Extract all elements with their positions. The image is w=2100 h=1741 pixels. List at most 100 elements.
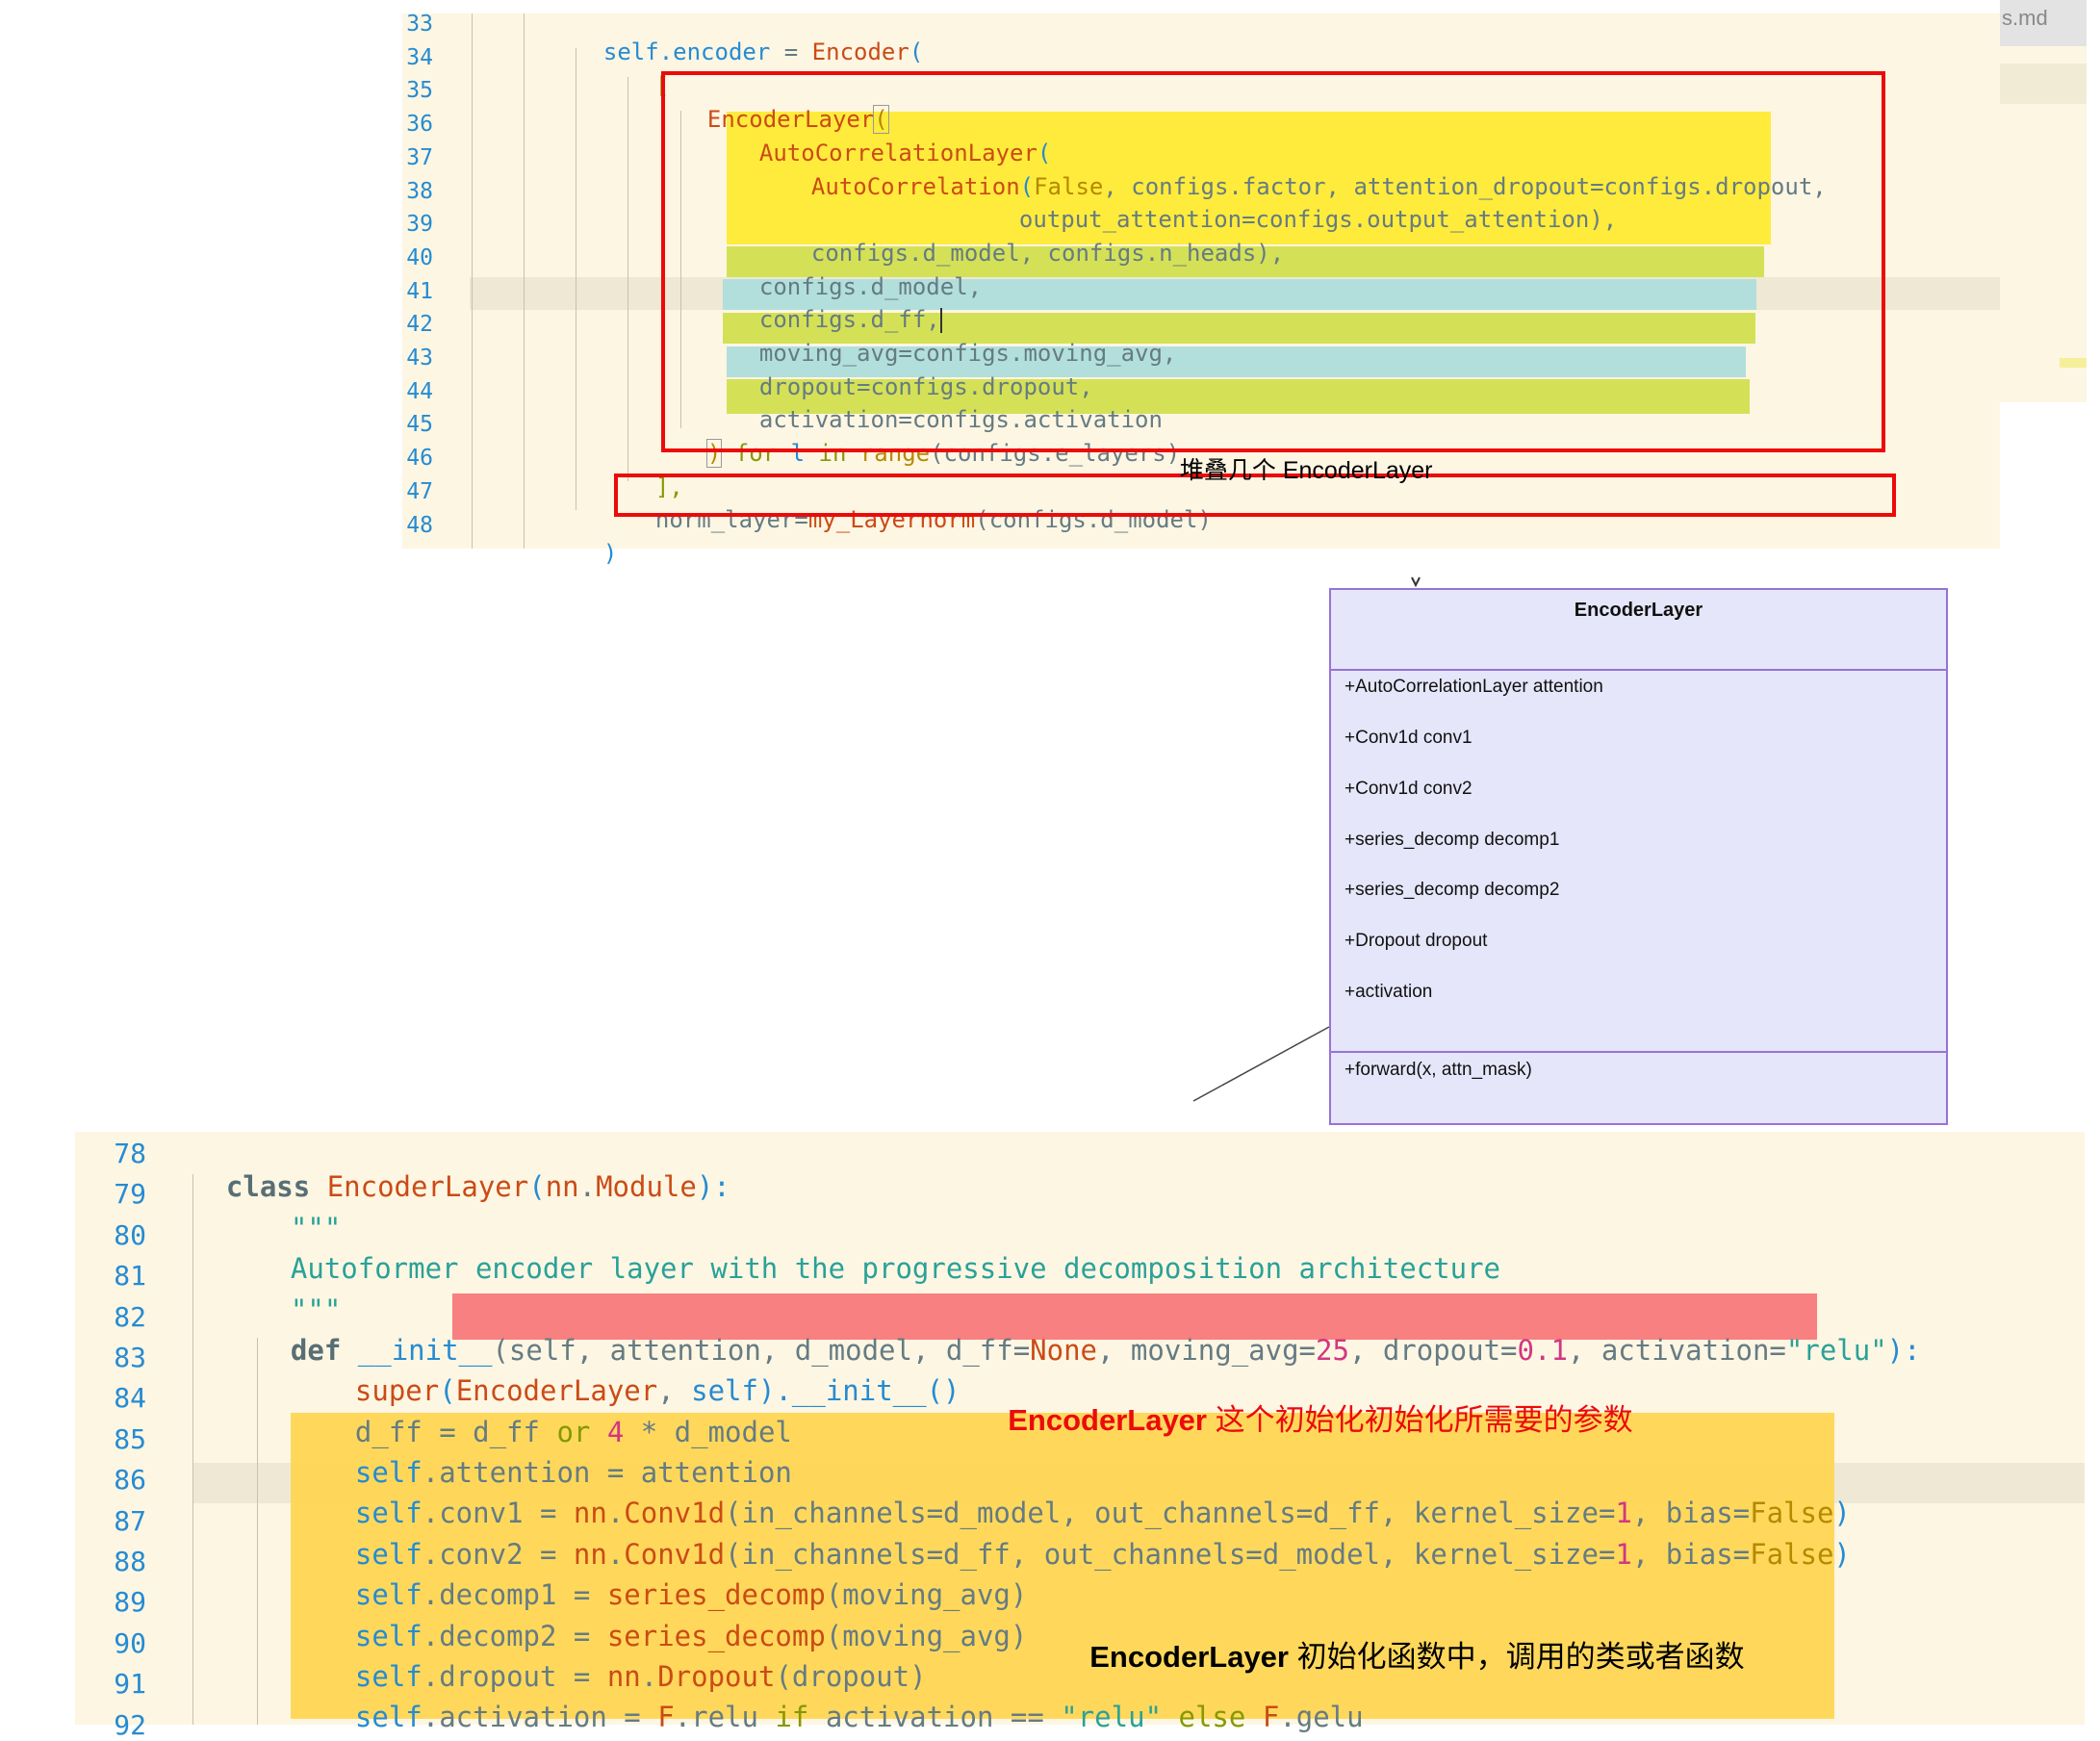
uml-attribute: +series_decomp decomp2: [1345, 880, 1560, 900]
line-number: 79: [114, 1178, 146, 1211]
uml-divider: [1331, 669, 1946, 671]
uml-attribute: +Conv1d conv1: [1345, 728, 1473, 748]
highlight-d-model: [727, 246, 1764, 277]
indent-guide: [192, 1174, 193, 1725]
code-line-35[interactable]: EncoderLayer(: [706, 105, 889, 134]
code-line-82[interactable]: def __init__(self, attention, d_model, d…: [290, 1334, 1921, 1367]
line-number: 46: [406, 446, 433, 472]
side-panel-mark: [2060, 358, 2087, 368]
indent-guide: [472, 13, 473, 549]
line-number: 87: [114, 1504, 146, 1537]
init-calls-annotation: EncoderLayer 初始化函数中，调用的类或者函数: [1073, 1598, 1745, 1676]
stack-annotation: 堆叠几个 EncoderLayer: [1166, 423, 1433, 486]
code-line-47[interactable]: norm_layer=my_Layernorm(configs.d_model): [654, 506, 1212, 533]
line-number: 35: [406, 78, 433, 104]
code-line-42[interactable]: moving_avg=configs.moving_avg,: [758, 340, 1177, 367]
line-number: 78: [114, 1138, 146, 1169]
highlight-d-ff: [723, 279, 1756, 310]
line-number: 45: [406, 412, 433, 438]
uml-attribute: +series_decomp decomp1: [1345, 830, 1560, 850]
indent-guide: [524, 13, 525, 549]
init-params-annotation-rest: 这个初始化初始化所需要的参数: [1207, 1403, 1633, 1437]
line-number: 34: [406, 44, 433, 70]
uml-connector: [1192, 576, 1421, 1102]
code-line-84[interactable]: d_ff = d_ff or 4 * d_model: [354, 1416, 792, 1448]
indent-guide: [627, 77, 628, 481]
side-tab-area: [2000, 0, 2087, 46]
code-line-40[interactable]: configs.d_model,: [758, 273, 983, 300]
line-number: 83: [114, 1342, 146, 1373]
highlight-moving-avg: [723, 313, 1755, 344]
init-calls-annotation-bold: EncoderLayer: [1089, 1640, 1289, 1674]
line-number: 81: [114, 1260, 146, 1293]
code-line-44[interactable]: activation=configs.activation: [758, 406, 1163, 433]
line-number: 44: [406, 378, 433, 404]
line-number: 88: [114, 1546, 146, 1577]
code-line-36[interactable]: AutoCorrelationLayer(: [758, 140, 1052, 166]
code-line-33[interactable]: self.encoder = Encoder(: [602, 38, 924, 65]
line-number: 90: [114, 1626, 146, 1659]
uml-attribute: +Dropout dropout: [1345, 931, 1488, 951]
line-number: 33: [406, 12, 433, 37]
code-line-90[interactable]: self.dropout = nn.Dropout(dropout): [354, 1660, 927, 1693]
highlight-init-body: [291, 1413, 1834, 1719]
uml-attribute: +activation: [1345, 982, 1433, 1002]
line-number: 36: [406, 112, 433, 138]
line-number: 82: [114, 1300, 146, 1333]
code-line-41[interactable]: configs.d_ff,: [758, 306, 942, 333]
code-line-85[interactable]: self.attention = attention: [354, 1456, 792, 1489]
highlight-autocorrelationlayer: [727, 112, 1771, 244]
code-line-89[interactable]: self.decomp2 = series_decomp(moving_avg): [354, 1620, 1028, 1652]
side-panel-highlight: [2000, 64, 2087, 104]
code-line-83[interactable]: super(EncoderLayer, self).__init__(): [354, 1374, 960, 1407]
line-number: 39: [406, 212, 433, 238]
code-line-78[interactable]: class EncoderLayer(nn.Module):: [225, 1170, 730, 1203]
arrow-head-icon: [1411, 576, 1421, 588]
code-line-48[interactable]: ): [602, 540, 618, 567]
code-line-39[interactable]: configs.d_model, configs.n_heads),: [810, 240, 1285, 267]
norm-layer-box: [614, 474, 1896, 517]
line-number: 37: [406, 144, 433, 170]
text-cursor: [939, 308, 942, 333]
side-tab-label[interactable]: s.md: [2002, 6, 2048, 30]
line-number: 42: [406, 312, 433, 338]
init-params-annotation: EncoderLayer 这个初始化初始化所需要的参数: [991, 1361, 1633, 1439]
code-line-45[interactable]: ) for l in range(configs.e_layers): [705, 439, 1181, 468]
code-line-91[interactable]: self.activation = F.relu if activation =…: [354, 1701, 1364, 1733]
code-line-81[interactable]: """: [290, 1293, 342, 1326]
uml-attribute: +AutoCorrelationLayer attention: [1345, 677, 1603, 697]
code-line-80[interactable]: Autoformer encoder layer with the progre…: [290, 1252, 1501, 1285]
line-number: 89: [114, 1586, 146, 1619]
code-line-43[interactable]: dropout=configs.dropout,: [758, 373, 1093, 400]
uml-class-encoderlayer[interactable]: EncoderLayer +AutoCorrelationLayer atten…: [1329, 588, 1948, 1125]
code-line-88[interactable]: self.decomp1 = series_decomp(moving_avg): [354, 1578, 1028, 1611]
code-line-37[interactable]: AutoCorrelation(False, configs.factor, a…: [810, 173, 1827, 200]
uml-divider: [1331, 1051, 1946, 1053]
init-params-annotation-bold: EncoderLayer: [1008, 1403, 1207, 1437]
highlight-init-params: [452, 1293, 1817, 1340]
code-line-38[interactable]: output_attention=configs.output_attentio…: [1018, 206, 1618, 233]
line-number: 47: [406, 478, 433, 504]
line-number: 92: [114, 1708, 146, 1741]
code-line-79[interactable]: """: [290, 1212, 342, 1244]
code-line-46[interactable]: ],: [654, 474, 683, 500]
uml-method: +forward(x, attn_mask): [1345, 1060, 1532, 1080]
line-number: 80: [114, 1218, 146, 1251]
line-number: 38: [406, 178, 433, 204]
code-line-86[interactable]: self.conv1 = nn.Conv1d(in_channels=d_mod…: [354, 1497, 1851, 1529]
stack-annotation-text: 堆叠几个 EncoderLayer: [1179, 457, 1433, 484]
uml-attribute: +Conv1d conv2: [1345, 779, 1473, 799]
line-number: 84: [114, 1382, 146, 1415]
uml-class-title: EncoderLayer: [1574, 600, 1703, 621]
line-number: 85: [114, 1422, 146, 1455]
encoderlayer-stack-box: [661, 71, 1885, 452]
indent-guide: [680, 111, 681, 428]
init-calls-annotation-rest: 初始化函数中，调用的类或者函数: [1289, 1640, 1745, 1674]
line-number: 48: [406, 512, 433, 538]
line-number: 41: [406, 278, 433, 304]
code-line-87[interactable]: self.conv2 = nn.Conv1d(in_channels=d_ff,…: [354, 1538, 1851, 1571]
line-number: 91: [114, 1668, 146, 1701]
line-number: 40: [406, 244, 433, 270]
line-number: 86: [114, 1464, 146, 1497]
line-number: 43: [406, 346, 433, 371]
